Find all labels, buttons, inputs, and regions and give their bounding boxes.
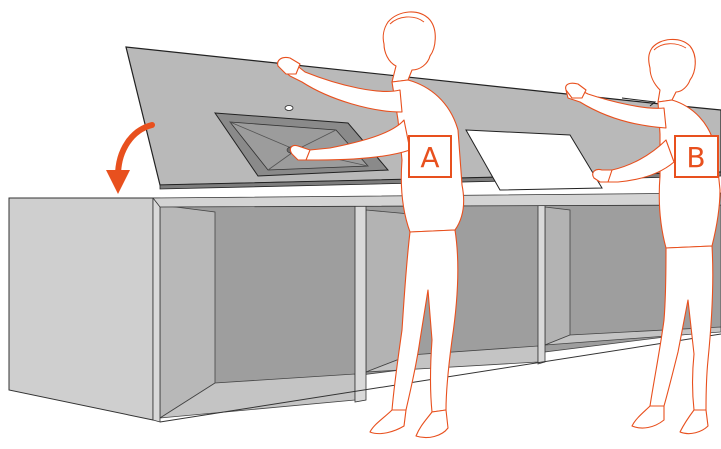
cabinet-inner-mid2 [545,207,570,345]
cabinet-unit [9,193,721,422]
cabinet-left-side [9,198,153,420]
label-a-text: A [420,141,439,174]
label-a: A [409,136,451,177]
tap-hole [285,106,293,111]
cabinet-post-mid1 [355,200,366,402]
cabinet-post-left [153,198,160,422]
label-b-text: B [686,141,705,174]
label-b: B [675,136,718,177]
cabinet-post-mid2 [538,200,545,364]
cabinet-inner-left [160,205,215,418]
curved-arrow-down-icon [106,125,152,194]
